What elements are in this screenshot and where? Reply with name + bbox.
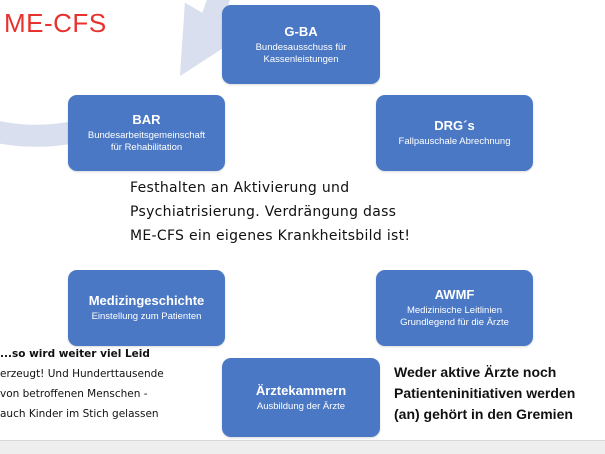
node-subtitle: Bundesausschuss für Kassenleistungen [255, 41, 347, 65]
center-line: ME-CFS ein eigenes Krankheitsbild ist! [130, 228, 411, 244]
node-drg: DRG´s Fallpauschale Abrechnung [376, 95, 533, 171]
node-gba: G-BA Bundesausschuss für Kassenleistunge… [222, 5, 380, 84]
node-subtitle: Medizinische Leitlinien Grundlegend für … [400, 305, 509, 328]
node-title: DRG´s [434, 118, 475, 133]
center-line: Festhalten an Aktivierung und [130, 180, 350, 196]
center-line: Psychiatrisierung. Verdrängung dass [130, 204, 397, 220]
note-line: auch Kinder im Stich gelassen [0, 408, 159, 420]
page-title: ME-CFS [4, 8, 107, 38]
node-medizingeschichte: Medizingeschichte Einstellung zum Patien… [68, 270, 225, 346]
node-aerztekammern: Ärztekammern Ausbildung der Ärzte [222, 358, 380, 437]
note-line: ...so wird weiter viel Leid [0, 348, 150, 360]
note-line: Patienteninitiativen werden [394, 385, 576, 401]
node-awmf: AWMF Medizinische Leitlinien Grundlegend… [376, 270, 533, 346]
note-line: Weder aktive Ärzte noch [394, 364, 557, 380]
note-line: (an) gehört in den Gremien [394, 406, 573, 422]
note-line: erzeugt! Und Hunderttausende [0, 368, 164, 380]
bottom-bar [0, 440, 605, 454]
note-left: ...so wird weiter viel Leid erzeugt! Und… [0, 344, 215, 424]
node-title: BAR [132, 112, 161, 127]
node-subtitle: Bundesarbeitsgemeinschaft für Rehabilita… [87, 130, 206, 153]
node-subtitle: Fallpauschale Abrechnung [398, 136, 511, 147]
center-statement: Festhalten an Aktivierung und Psychiatri… [130, 176, 470, 248]
node-title: G-BA [284, 23, 318, 39]
node-subtitle: Ausbildung der Ärzte [256, 400, 346, 412]
node-bar: BAR Bundesarbeitsgemeinschaft für Rehabi… [68, 95, 225, 171]
node-title: Medizingeschichte [88, 293, 205, 308]
node-subtitle: Einstellung zum Patienten [91, 311, 202, 322]
note-line: von betroffenen Menschen - [0, 388, 148, 400]
node-title: Ärztekammern [255, 382, 347, 398]
node-title: AWMF [434, 287, 475, 302]
note-right: Weder aktive Ärzte noch Patienteninitiat… [394, 362, 604, 425]
